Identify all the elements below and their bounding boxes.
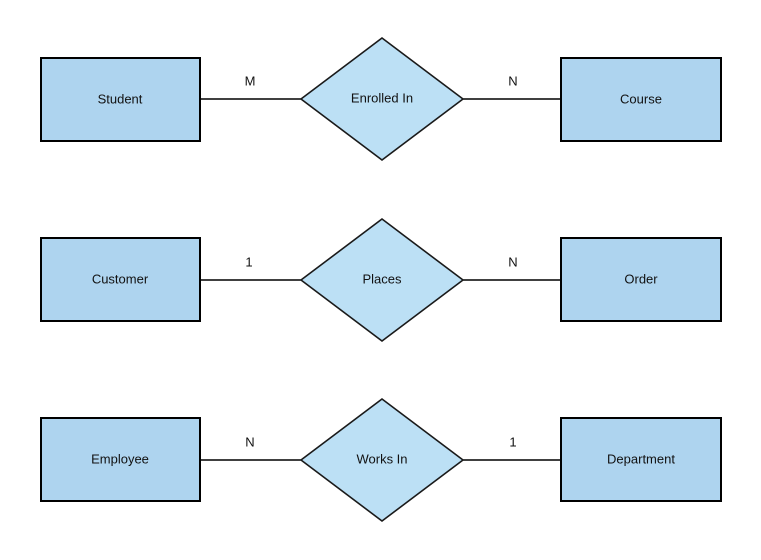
entity-label-customer: Customer bbox=[92, 271, 149, 286]
relationship-label-places: Places bbox=[362, 271, 402, 286]
relationship-diamond-places[interactable] bbox=[299, 217, 465, 343]
relationship-group-1: Student Enrolled In Course M N bbox=[40, 36, 722, 162]
entity-label-order: Order bbox=[624, 271, 658, 286]
entity-label-department: Department bbox=[607, 451, 675, 466]
entity-box-course[interactable] bbox=[560, 57, 722, 142]
entity-box-order[interactable] bbox=[560, 237, 722, 322]
entity-box-customer[interactable] bbox=[40, 237, 201, 322]
entity-box-student[interactable] bbox=[40, 57, 201, 142]
relationship-group-2: Customer Places Order 1 N bbox=[40, 217, 722, 343]
entity-box-employee[interactable] bbox=[40, 417, 201, 502]
relationship-label-enrolled-in: Enrolled In bbox=[351, 90, 413, 105]
relationship-label-works-in: Works In bbox=[356, 451, 407, 466]
relationship-group-3: Employee Works In Department N 1 bbox=[40, 397, 722, 523]
entity-label-course: Course bbox=[620, 91, 662, 106]
cardinality-left-2: 1 bbox=[245, 254, 252, 269]
entity-label-student: Student bbox=[98, 91, 143, 106]
cardinality-left-1: M bbox=[245, 73, 256, 88]
entity-label-employee: Employee bbox=[91, 451, 149, 466]
cardinality-right-1: N bbox=[508, 73, 517, 88]
cardinality-left-3: N bbox=[245, 434, 254, 449]
cardinality-right-2: N bbox=[508, 254, 517, 269]
entity-box-department[interactable] bbox=[560, 417, 722, 502]
relationship-diamond-works-in[interactable] bbox=[299, 397, 465, 523]
relationship-diamond-enrolled-in[interactable] bbox=[299, 36, 465, 162]
cardinality-right-3: 1 bbox=[509, 434, 516, 449]
